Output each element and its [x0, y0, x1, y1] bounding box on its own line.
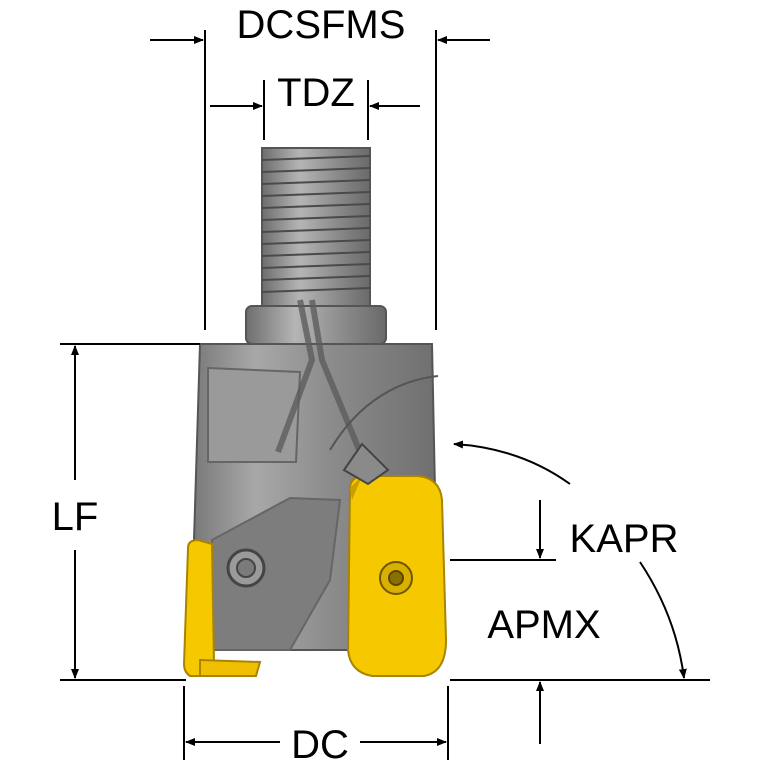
extension-lines — [60, 30, 710, 760]
coolant-channels — [275, 299, 363, 454]
threaded-shank — [261, 147, 371, 309]
label-dc: DC — [291, 723, 349, 767]
label-apmx: APMX — [487, 603, 600, 647]
label-tdz: TDZ — [277, 71, 355, 115]
label-lf: LF — [52, 495, 99, 539]
kapr-arc-lower — [639, 561, 687, 679]
cutting-insert-right — [346, 475, 448, 677]
kapr-arc-upper — [453, 440, 571, 485]
cutting-insert-left — [182, 538, 262, 677]
insert-wedge — [342, 442, 390, 486]
label-dcsfms: DCSFMS — [237, 3, 406, 47]
label-kapr: KAPR — [570, 517, 679, 561]
dimension-arrows — [71, 36, 687, 746]
